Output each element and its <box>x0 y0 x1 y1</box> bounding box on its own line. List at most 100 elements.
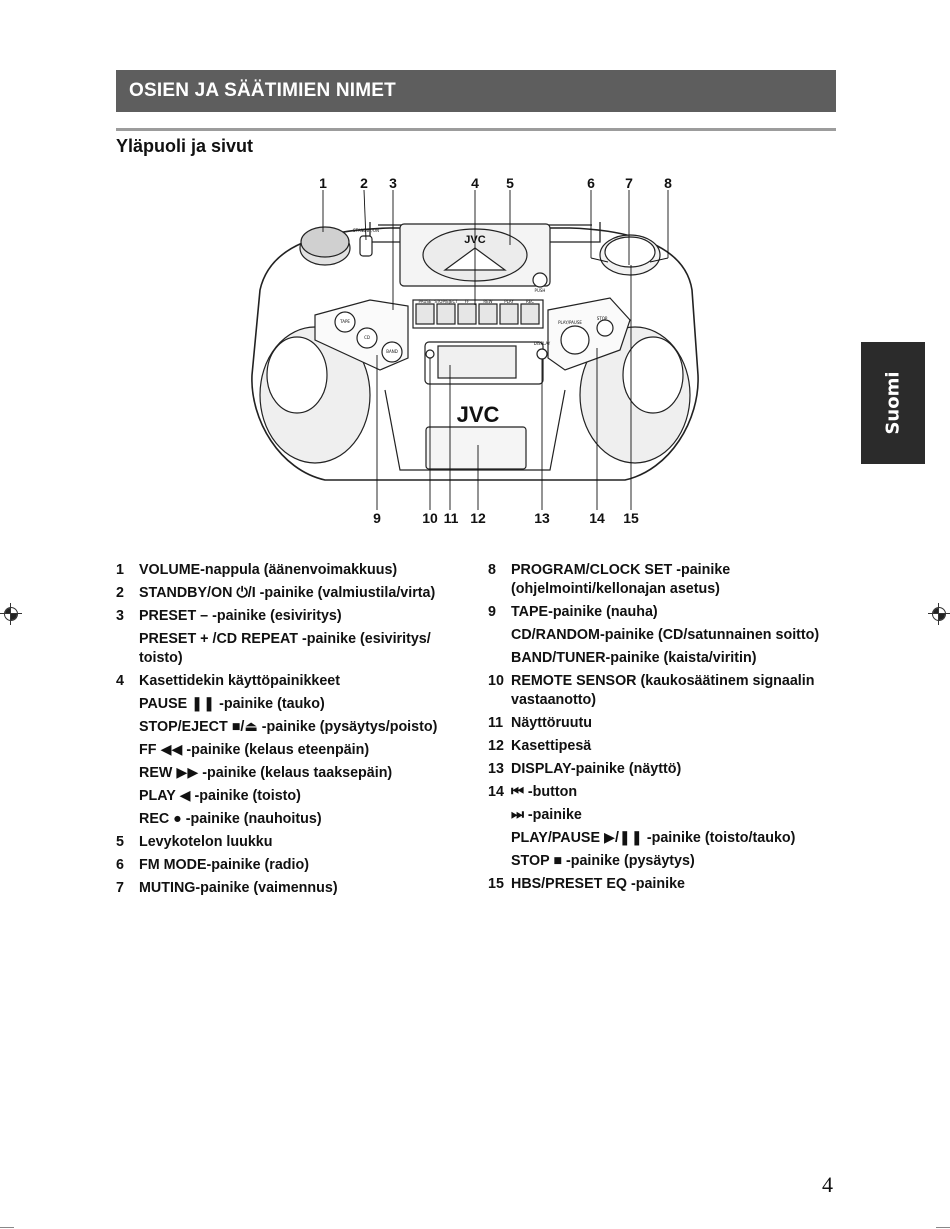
parts-list-right: 8 PROGRAM/CLOCK SET -painike (ohjelmointi… <box>488 561 838 898</box>
item-number: 14 <box>488 784 504 800</box>
list-item: BAND/TUNER-painike (kaista/viritin) <box>488 649 838 668</box>
item-text: FF ◀◀ -painike (kelaus eteenpäin) <box>139 742 370 758</box>
item-number: 8 <box>488 562 496 578</box>
language-tab: Suomi <box>861 342 925 464</box>
item-number: 11 <box>488 715 504 731</box>
item-text: REMOTE SENSOR (kaukosäätinem signaalin v… <box>511 673 815 708</box>
page-number: 4 <box>822 1172 833 1197</box>
item-number: 10 <box>488 673 504 689</box>
callout-12: 12 <box>470 510 486 526</box>
list-item: 4 Kasettidekin käyttöpainikkeet <box>116 672 468 691</box>
band-button-label: BAND <box>386 349 398 354</box>
callout-14: 14 <box>589 510 605 526</box>
section-subtitle: Yläpuoli ja sivut <box>116 136 254 156</box>
item-text: PLAY/PAUSE ▶/❚❚ -painike (toisto/tauko) <box>511 830 796 846</box>
item-number: 2 <box>116 585 124 601</box>
list-item: 10 REMOTE SENSOR (kaukosäätinem signaalin… <box>488 672 838 710</box>
item-number: 15 <box>488 876 504 892</box>
list-item: 15 HBS/PRESET EQ -painike <box>488 875 838 894</box>
language-tab-label: Suomi <box>882 371 904 435</box>
list-item: 11 Näyttöruutu <box>488 714 838 733</box>
item-text: ⏮ -button <box>511 784 578 800</box>
item-text: PROGRAM/CLOCK SET -painike (ohjelmointi/… <box>511 562 731 597</box>
front-brand-logo: JVC <box>457 402 500 427</box>
item-number: 3 <box>116 608 124 624</box>
callout-10: 10 <box>422 510 438 526</box>
item-text: STOP ■ -painike (pysäytys) <box>511 853 695 869</box>
list-item: 1 VOLUME-nappula (äänenvoimakkuus) <box>116 561 468 580</box>
list-item: ⏭ -painike <box>488 806 838 825</box>
item-text: REC ● -painike (nauhoitus) <box>139 811 322 827</box>
callout-11: 11 <box>444 510 459 526</box>
rec-button-label: REC <box>526 299 534 304</box>
play-button-label: PLAY <box>504 299 514 304</box>
item-text: CD/RANDOM-painike (CD/satunnainen soitto… <box>511 627 820 643</box>
item-text: Kasettipesä <box>511 738 592 754</box>
callout-5: 5 <box>506 175 514 191</box>
item-text: PRESET – -painike (esiviritys) <box>139 608 342 624</box>
item-text: PLAY ◀ -painike (toisto) <box>139 788 301 804</box>
item-text: REW ▶▶ -painike (kelaus taaksepäin) <box>139 765 393 781</box>
page-title: OSIEN JA SÄÄTIMIEN NIMET <box>129 80 396 101</box>
ff-button-label: FF <box>465 299 470 304</box>
list-item: STOP ■ -painike (pysäytys) <box>488 852 838 871</box>
item-number: 9 <box>488 604 496 620</box>
list-item: PRESET + /CD REPEAT -painike (esiviritys… <box>116 630 468 668</box>
list-item: FF ◀◀ -painike (kelaus eteenpäin) <box>116 741 468 760</box>
item-text: MUTING-painike (vaimennus) <box>139 880 338 896</box>
list-item: 3 PRESET – -painike (esiviritys) <box>116 607 468 626</box>
item-text: PAUSE ❚❚ -painike (tauko) <box>139 696 325 712</box>
callout-2: 2 <box>360 175 368 191</box>
list-item: 13 DISPLAY-painike (näyttö) <box>488 760 838 779</box>
stop-eject-button-label: STOP/EJECT <box>434 299 458 304</box>
callout-7: 7 <box>625 175 633 191</box>
list-item: 7 MUTING-painike (vaimennus) <box>116 879 468 898</box>
cd-button-label: CD <box>364 335 370 340</box>
list-item: 14 ⏮ -button <box>488 783 838 802</box>
item-text: STANDBY/ON ⏻/I -painike (valmiustila/vir… <box>139 585 436 601</box>
item-text: Näyttöruutu <box>511 715 593 731</box>
item-text: BAND/TUNER-painike (kaista/viritin) <box>511 650 757 666</box>
list-item: 8 PROGRAM/CLOCK SET -painike (ohjelmointi… <box>488 561 838 599</box>
push-label: PUSH <box>535 288 546 293</box>
list-item: 12 Kasettipesä <box>488 737 838 756</box>
callout-9: 9 <box>373 510 381 526</box>
trim-mark <box>0 1227 14 1228</box>
item-number: 12 <box>488 738 504 754</box>
item-number: 1 <box>116 562 124 578</box>
item-text: HBS/PRESET EQ -painike <box>511 876 685 892</box>
section-banner: OSIEN JA SÄÄTIMIEN NIMET <box>116 70 836 112</box>
list-item: REW ▶▶ -painike (kelaus taaksepäin) <box>116 764 468 783</box>
parts-list-left: 1 VOLUME-nappula (äänenvoimakkuus) 2 STAND… <box>116 561 468 902</box>
boombox-diagram: JVC JVC PAUSE STOP/EJECT FF REW PLAY REC… <box>230 170 720 530</box>
registration-mark-icon <box>928 603 950 625</box>
stop-label: STOP <box>597 316 608 321</box>
list-item: CD/RANDOM-painike (CD/satunnainen soitto… <box>488 626 838 645</box>
item-text: STOP/EJECT ■/⏏ -painike (pysäytys/poisto… <box>139 719 438 735</box>
pause-button-label: PAUSE <box>419 299 432 304</box>
list-item: 2 STANDBY/ON ⏻/I -painike (valmiustila/vi… <box>116 584 468 603</box>
item-number: 4 <box>116 673 124 689</box>
registration-mark-icon <box>0 603 22 625</box>
callout-1: 1 <box>319 175 327 191</box>
item-text: DISPLAY-painike (näyttö) <box>511 761 682 777</box>
list-item: STOP/EJECT ■/⏏ -painike (pysäytys/poisto… <box>116 718 468 737</box>
divider <box>116 128 836 131</box>
item-number: 13 <box>488 761 504 777</box>
item-text: FM MODE-painike (radio) <box>139 857 309 873</box>
item-text: VOLUME-nappula (äänenvoimakkuus) <box>139 562 398 578</box>
item-text: Kasettidekin käyttöpainikkeet <box>139 673 341 689</box>
item-text: PRESET + /CD REPEAT -painike (esiviritys… <box>139 631 431 666</box>
callout-4: 4 <box>471 175 479 191</box>
callout-3: 3 <box>389 175 397 191</box>
item-number: 5 <box>116 834 124 850</box>
item-text: ⏭ -painike <box>511 807 582 823</box>
item-number: 7 <box>116 880 124 896</box>
list-item: PAUSE ❚❚ -painike (tauko) <box>116 695 468 714</box>
callout-8: 8 <box>664 175 672 191</box>
callout-6: 6 <box>587 175 595 191</box>
tape-button-label: TAPE <box>339 319 350 324</box>
